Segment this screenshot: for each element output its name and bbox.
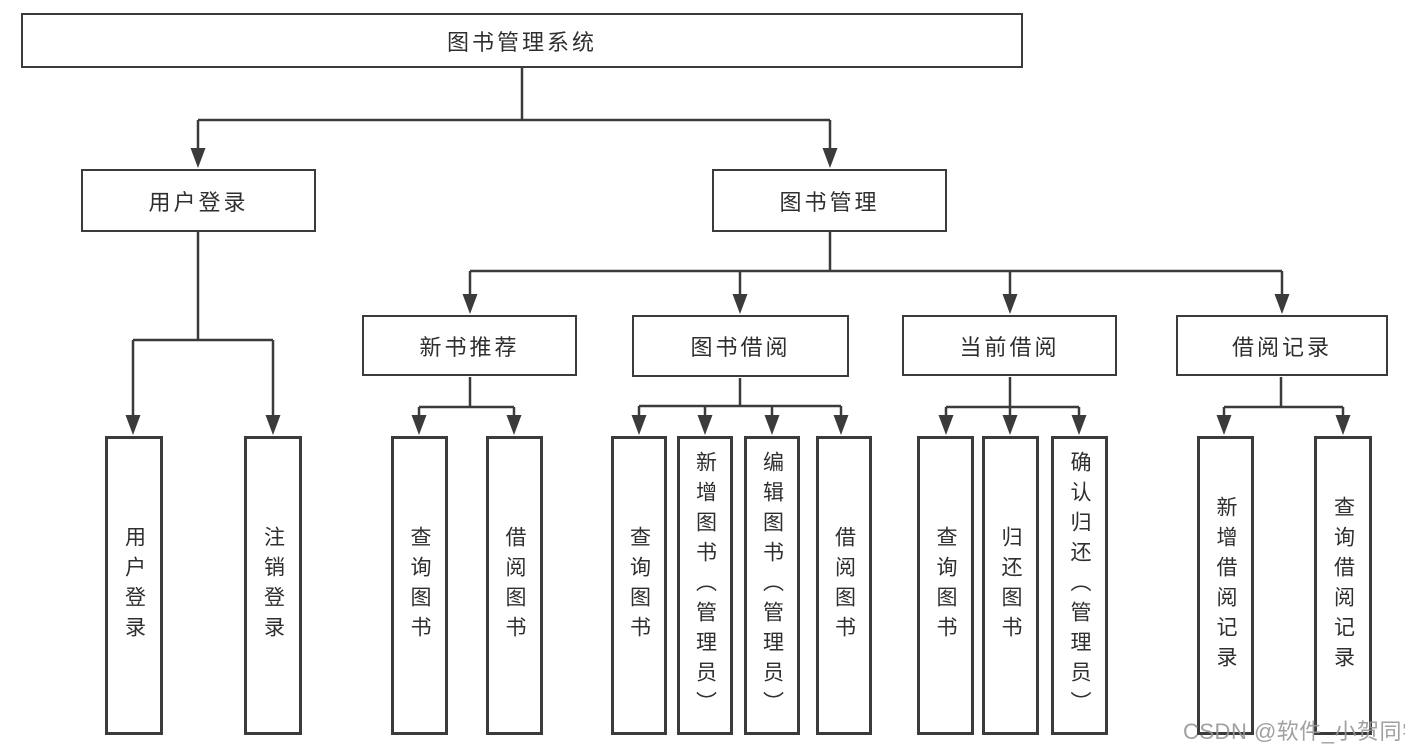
arrowhead-down	[631, 415, 647, 435]
arrowhead-down	[732, 294, 748, 314]
node-current-borrowing: 当前借阅	[902, 315, 1117, 376]
leaf-query-borrow-record: 查询借阅记录	[1314, 436, 1372, 735]
arrowhead-down	[1335, 415, 1351, 435]
borrowing-records-branch-lines	[1222, 377, 1345, 419]
arrowhead-down	[764, 415, 780, 435]
arrowheads	[125, 148, 1351, 435]
book-borrowing-branch-lines	[637, 378, 843, 419]
user-login-branch-lines	[131, 232, 275, 417]
leaf-confirm-return-admin: 确认归还（管理员）	[1051, 436, 1108, 735]
arrowhead-down	[1274, 294, 1290, 314]
arrowhead-down	[265, 415, 281, 435]
arrowhead-down	[506, 415, 522, 435]
arrowhead-down	[125, 415, 141, 435]
leaf-borrow-books-1: 借阅图书	[486, 436, 543, 735]
node-book-borrowing: 图书借阅	[632, 315, 849, 377]
arrowhead-down	[833, 415, 849, 435]
arrowhead-down	[822, 148, 838, 168]
current-borrowing-branch-lines	[944, 377, 1081, 419]
leaf-query-books-1: 查询图书	[391, 436, 448, 735]
arrowhead-down	[697, 415, 713, 435]
arrowhead-down	[1002, 294, 1018, 314]
arrowhead-down	[190, 148, 206, 168]
book-management-branch-lines	[468, 232, 1284, 296]
arrowhead-down	[462, 294, 478, 314]
csdn-watermark: CSDN @软件_小贺同学	[1183, 719, 1405, 744]
leaf-borrow-books-2: 借阅图书	[816, 436, 872, 735]
leaf-return-books: 归还图书	[982, 436, 1039, 735]
node-new-book-recommend: 新书推荐	[362, 315, 577, 376]
node-borrowing-records: 借阅记录	[1176, 315, 1388, 376]
arrowhead-down	[1002, 415, 1018, 435]
node-library-system: 图书管理系统	[21, 13, 1023, 68]
new-book-recommend-branch-lines	[417, 377, 516, 419]
node-book-management: 图书管理	[712, 169, 947, 232]
leaf-logout: 注销登录	[244, 436, 302, 735]
root-stem-line	[196, 68, 832, 150]
arrowhead-down	[938, 415, 954, 435]
leaf-edit-book-admin: 编辑图书（管理员）	[744, 436, 800, 735]
leaf-add-book-admin: 新增图书（管理员）	[677, 436, 733, 735]
node-user-login: 用户登录	[81, 169, 316, 232]
leaf-user-login: 用户登录	[105, 436, 163, 735]
leaf-query-books-3: 查询图书	[917, 436, 974, 735]
arrowhead-down	[1216, 415, 1232, 435]
leaf-add-borrow-record: 新增借阅记录	[1197, 436, 1254, 735]
arrowhead-down	[1071, 415, 1087, 435]
leaf-query-books-2: 查询图书	[611, 436, 667, 735]
arrowhead-down	[411, 415, 427, 435]
